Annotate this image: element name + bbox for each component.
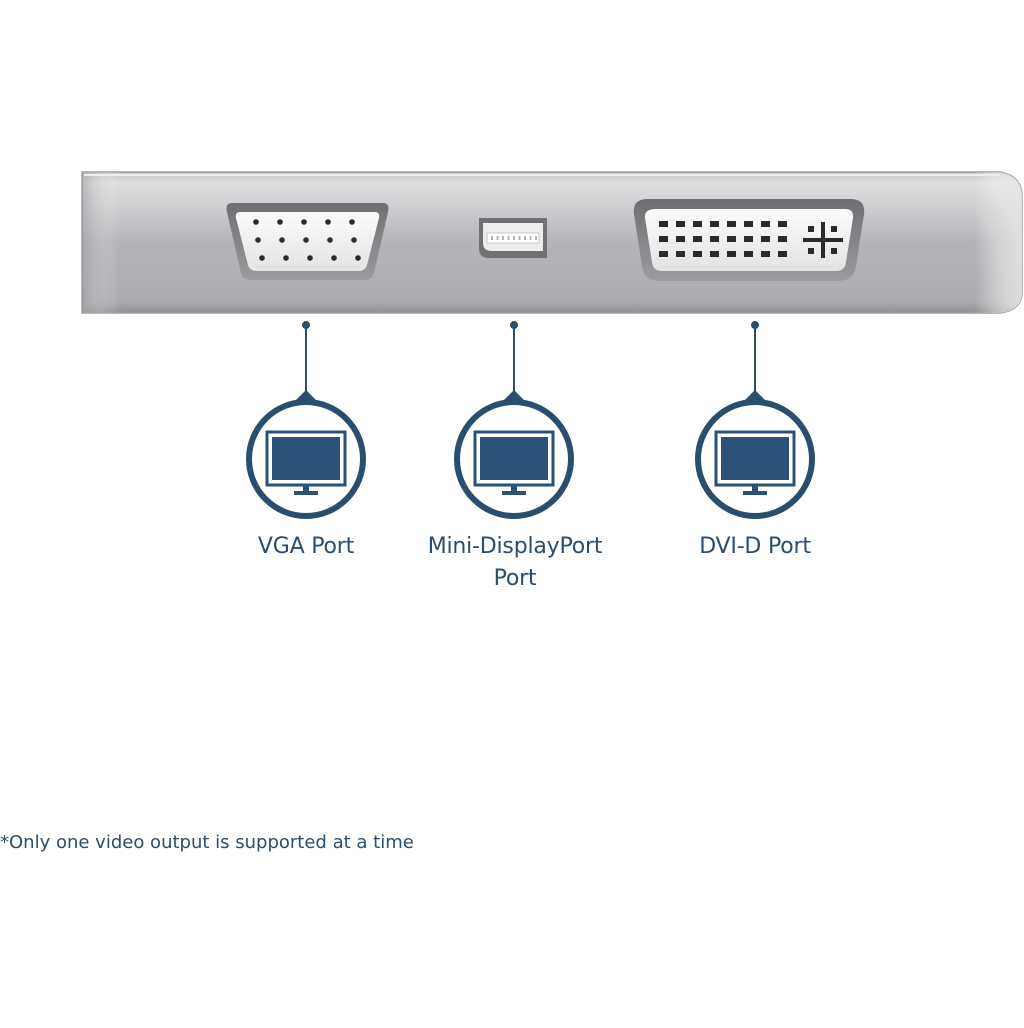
dvi-pin: [676, 236, 685, 242]
dvi-pin: [676, 221, 685, 227]
vga-pin: [255, 237, 261, 243]
vga-pin: [355, 255, 361, 261]
mini-displayport-pin: [496, 236, 499, 240]
dvi-pin: [659, 221, 668, 227]
dvi-pin: [727, 251, 736, 257]
vga-pin: [327, 237, 333, 243]
dvi-d-port-label-line-1: DVI-D Port: [699, 534, 811, 559]
dvi-pin: [778, 236, 787, 242]
footnote: *Only one video output is supported at a…: [0, 832, 414, 853]
vga-pin: [301, 219, 307, 225]
mini-displayport-pin: [513, 236, 515, 240]
dvi-pin: [744, 221, 753, 227]
mini-displayport-pin: [502, 236, 504, 240]
monitor-icon: [473, 430, 555, 495]
vga-pin: [277, 219, 283, 225]
vga-port-callout: [246, 390, 366, 519]
dvi-pin: [744, 251, 753, 257]
vga-connector: [226, 203, 389, 280]
vga-port-label: VGA Port: [186, 531, 426, 563]
vga-pin: [351, 237, 357, 243]
vga-port-label-line-1: VGA Port: [257, 534, 355, 559]
dvi-pin: [710, 251, 719, 257]
vga-pin: [349, 219, 355, 225]
mini-displayport-label-line-2: Port: [493, 566, 537, 591]
mini-displayport-pin: [529, 236, 532, 240]
mini-displayport-pins: [491, 236, 537, 240]
vga-pin: [325, 219, 331, 225]
dvi-d-port-label: DVI-D Port: [635, 531, 875, 563]
callout-pointer: [744, 390, 766, 401]
mini-displayport-pin: [524, 236, 526, 240]
dvi-pin: [693, 236, 702, 242]
dvi-pin: [710, 221, 719, 227]
dvi-pin: [676, 251, 685, 257]
adapter-housing: [81, 171, 1023, 314]
mini-displayport-pin: [507, 236, 510, 240]
dvi-pin: [761, 251, 770, 257]
vga-pin: [279, 237, 285, 243]
callout-pointer: [503, 390, 525, 401]
mini-displayport-port-label: Mini-DisplayPort Port: [395, 531, 635, 595]
dvi-pins: [659, 221, 787, 257]
dvi-pin: [693, 251, 702, 257]
vga-pin: [331, 255, 337, 261]
dvi-cross-key: [803, 222, 843, 258]
mini-displayport-label-line-1: Mini-DisplayPort: [427, 534, 603, 559]
dvi-pin: [659, 236, 668, 242]
mini-displayport-port-callout: [454, 390, 574, 519]
dvi-pin: [761, 236, 770, 242]
dvi-pin: [727, 236, 736, 242]
vga-pins: [253, 219, 361, 261]
dvi-d-port-callout: [695, 390, 815, 519]
dvi-pin: [761, 221, 770, 227]
dvi-pin: [659, 251, 668, 257]
dvi-pin: [778, 251, 787, 257]
mini-displayport-pin: [535, 236, 537, 240]
vga-pin: [283, 255, 289, 261]
callout-pointer: [295, 390, 317, 401]
vga-pin: [307, 255, 313, 261]
mini-displayport-pin: [491, 236, 493, 240]
dvi-d-connector: [633, 199, 865, 281]
monitor-icon: [714, 430, 796, 495]
leader-lines: [302, 321, 759, 392]
dvi-pin: [727, 221, 736, 227]
mini-displayport-pin: [518, 236, 521, 240]
monitor-icon: [265, 430, 347, 495]
mini-displayport-connector: [479, 218, 547, 258]
vga-pin: [253, 219, 259, 225]
vga-pin: [259, 255, 265, 261]
dvi-pin: [693, 221, 702, 227]
dvi-pin: [710, 236, 719, 242]
vga-pin: [303, 237, 309, 243]
dvi-pin: [778, 221, 787, 227]
dvi-pin: [744, 236, 753, 242]
